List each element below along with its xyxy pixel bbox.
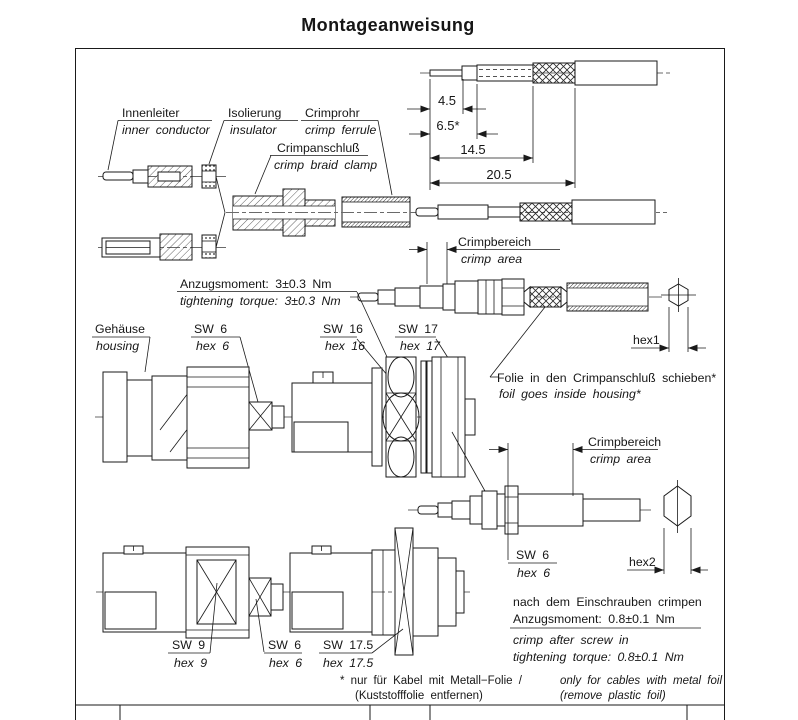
assembly-screwed-view: [408, 485, 654, 535]
torque-top-en: tightening torque: 3±0.3 Nm: [180, 294, 341, 308]
crimp-area-2-en: crimp area: [590, 452, 651, 466]
label-crimp-ferrule: Crimprohr crimp ferrule: [301, 106, 393, 196]
crimp-ferrule-label-de: Crimprohr: [305, 106, 360, 120]
hex2-end-view: hex2: [627, 480, 708, 574]
sw6-top-de: SW 6: [194, 322, 227, 336]
assembly-direction-lines: [215, 176, 226, 248]
screw-note-de2: Anzugsmoment: 0.8±0.1 Nm: [513, 612, 675, 626]
crimp-area-1-de: Crimpbereich: [458, 235, 531, 249]
dim-4-5: 4.5: [438, 93, 456, 108]
sw16-de: SW 16: [323, 322, 363, 336]
drawing-border: [75, 48, 725, 706]
screw-note-en2: tightening torque: 0.8±0.1 Nm: [513, 650, 684, 664]
female-contact: [98, 233, 228, 261]
torque-top-de: Anzugsmoment: 3±0.3 Nm: [180, 277, 332, 291]
inner-conductor-label-de: Innenleiter: [122, 106, 179, 120]
label-inner-conductor: Innenleiter inner conductor: [107, 106, 212, 171]
insulator-ring-top: [201, 164, 217, 189]
crimp-area-dim-2: Crimpbereich crimp area: [489, 435, 661, 560]
hex2-label: hex2: [629, 555, 656, 569]
cable-stripping-diagram: [420, 60, 670, 86]
label-sw17-5: SW 17.5 hex 17.5: [319, 628, 404, 670]
crimp-braid-clamp-label-en: crimp braid clamp: [274, 158, 377, 172]
screw-crimp-note: nach dem Einschrauben crimpen Anzugsmome…: [510, 595, 702, 664]
label-sw6-mid: SW 6 hex 6: [508, 548, 557, 580]
crimp-braid-clamp-label-de: Crimpanschluß: [277, 141, 360, 155]
crimped-contact-on-cable: [226, 199, 667, 225]
screw-note-en1: crimp after screw in: [513, 633, 629, 647]
sw6-mid-en: hex 6: [517, 566, 550, 580]
male-contact: [98, 165, 228, 188]
crimp-ferrule-part: [341, 196, 411, 228]
footnote-de1: * nur für Kabel mit Metall−Folie /: [340, 675, 523, 687]
footnote-en1: only for cables with metal foil: [560, 675, 722, 687]
dim-20-5: 20.5: [486, 167, 511, 182]
housing-label-en: housing: [96, 339, 139, 353]
sw6-bottom-de: SW 6: [268, 638, 301, 652]
strip-dimensions: 4.5 6.5* 14.5 20.5: [407, 79, 576, 190]
plug-housing-drawing: [95, 366, 475, 469]
label-housing: Gehäuse housing: [92, 322, 151, 373]
crimp-area-2-de: Crimpbereich: [588, 435, 661, 449]
crimp-braid-clamp-part: [232, 188, 336, 237]
crimp-area-1-en: crimp area: [461, 252, 522, 266]
sw17-5-de: SW 17.5: [323, 638, 373, 652]
dim-6-5: 6.5*: [436, 118, 459, 133]
label-sw6-bottom: SW 6 hex 6: [255, 598, 302, 670]
title-block-stubs: [75, 705, 725, 720]
label-sw9: SW 9 hex 9: [168, 582, 218, 670]
sw17-de: SW 17: [398, 322, 438, 336]
crimp-ferrule-label-en: crimp ferrule: [305, 123, 376, 137]
sw6-mid-de: SW 6: [516, 548, 549, 562]
label-crimp-braid-clamp: Crimpanschluß crimp braid clamp: [254, 141, 377, 195]
footnote: * nur für Kabel mit Metall−Folie / only …: [340, 675, 722, 702]
footnote-de2: (Kuststofffolie entfernen): [355, 690, 483, 702]
sw9-de: SW 9: [172, 638, 205, 652]
insulator-ring-bottom: [201, 234, 217, 259]
torque-note-top: Anzugsmoment: 3±0.3 Nm tightening torque…: [177, 277, 407, 399]
dim-14-5: 14.5: [460, 142, 485, 157]
insulator-label-en: insulator: [230, 123, 277, 137]
sw17-5-en: hex 17.5: [323, 656, 373, 670]
assembly-crimped-view: [350, 278, 662, 316]
foil-note-de: Folie in den Crimpanschluß schieben*: [497, 371, 716, 385]
housing-label-de: Gehäuse: [95, 322, 145, 336]
sw16-en: hex 16: [325, 339, 365, 353]
sw9-en: hex 9: [174, 656, 207, 670]
foil-note: Folie in den Crimpanschluß schieben* foi…: [489, 306, 716, 401]
inner-conductor-label-en: inner conductor: [122, 123, 211, 137]
label-insulator: Isolierung insulator: [208, 106, 298, 165]
bulkhead-connector-drawing: [291, 356, 491, 501]
sw17-en: hex 17: [400, 339, 441, 353]
hex1-end-view: hex1: [631, 278, 706, 352]
page-title: Montageanweisung: [301, 15, 474, 35]
connector-crimped-right: [289, 527, 465, 656]
label-sw6-top: SW 6 hex 6: [191, 322, 259, 403]
sw6-bottom-en: hex 6: [269, 656, 302, 670]
hex1-label: hex1: [633, 333, 660, 347]
screw-note-de1: nach dem Einschrauben crimpen: [513, 595, 702, 609]
crimp-area-dim-1: Crimpbereich crimp area: [409, 235, 560, 284]
foil-note-en: foil goes inside housing*: [499, 387, 642, 401]
footnote-en2: (remove plastic foil): [560, 690, 666, 702]
label-sw16: SW 16 hex 16: [320, 322, 399, 389]
sw6-top-en: hex 6: [196, 339, 229, 353]
insulator-label-de: Isolierung: [228, 106, 281, 120]
